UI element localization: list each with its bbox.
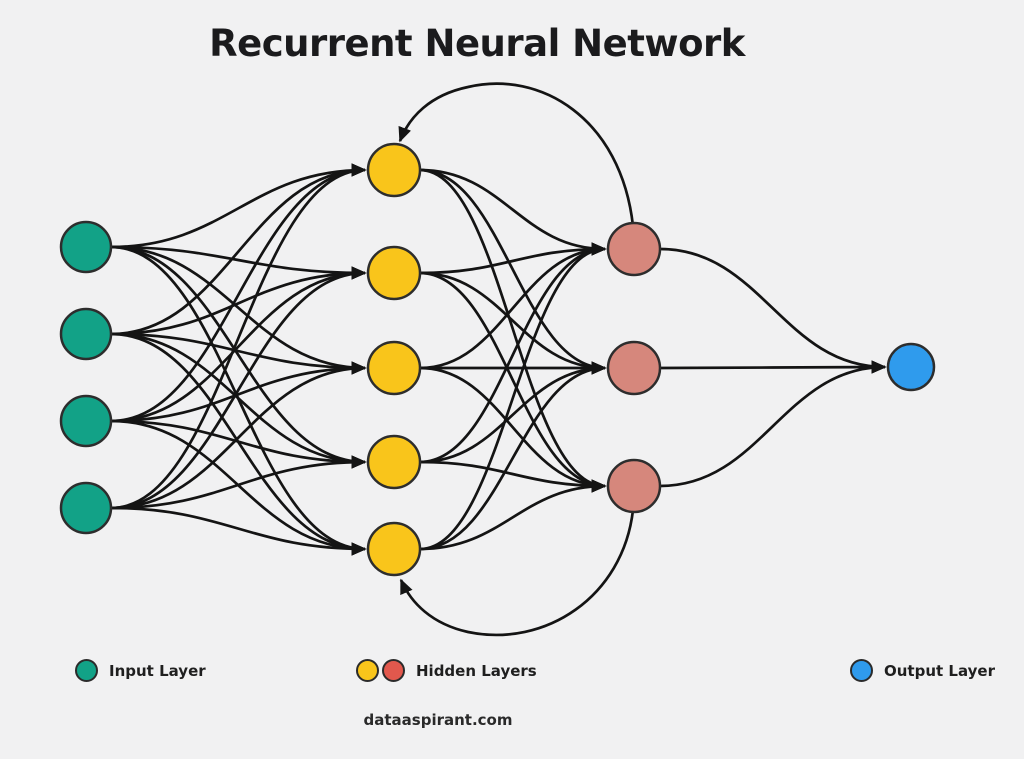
connection-edge <box>110 163 367 336</box>
connection-edge <box>419 361 607 464</box>
connection-edge <box>398 82 635 227</box>
legend-label-output-layer: Output Layer <box>884 661 995 680</box>
hidden-layer-1-swatch-icon <box>356 659 379 682</box>
hidden-1-node-2 <box>366 245 422 301</box>
hidden-layers-swatches <box>356 659 405 682</box>
connection-edge <box>110 266 367 423</box>
hidden-layer-2-swatch-icon <box>382 659 405 682</box>
connection-edge <box>110 455 367 510</box>
connection-edge <box>110 163 367 423</box>
connection-edge <box>110 419 367 469</box>
input-node-1 <box>59 220 113 274</box>
connection-edge <box>419 242 607 551</box>
hidden-1-node-3 <box>366 340 422 396</box>
connection-edge <box>419 168 607 256</box>
connection-edge <box>419 242 607 464</box>
connection-edge <box>110 361 367 510</box>
connection-edge <box>419 242 607 370</box>
legend-item-output-layer: Output Layer <box>850 659 995 682</box>
connection-edge <box>110 245 367 280</box>
connection-edge <box>659 360 887 488</box>
connection-edge <box>399 509 635 637</box>
connection-edge <box>110 245 367 469</box>
connection-edge <box>419 271 607 375</box>
hidden-2-node-2 <box>606 340 662 396</box>
connection-edge <box>110 266 367 510</box>
legend-label-hidden-layers: Hidden Layers <box>416 661 537 680</box>
legend-item-hidden-layers: Hidden Layers <box>356 659 537 682</box>
input-layer-swatch-icon <box>75 659 98 682</box>
connection-edge <box>659 247 887 374</box>
connection-edge <box>110 332 367 469</box>
hidden-1-node-1 <box>366 142 422 198</box>
output-layer-swatch-icon <box>850 659 873 682</box>
connection-edge <box>110 163 367 510</box>
hidden-1-node-5 <box>366 521 422 577</box>
connection-edge <box>419 168 607 375</box>
legend-item-input-layer: Input Layer <box>75 659 206 682</box>
connection-edge <box>419 168 607 493</box>
hidden-2-node-1 <box>606 221 662 277</box>
connection-edge <box>110 245 367 375</box>
connection-edge <box>110 361 367 423</box>
connection-edge <box>419 460 607 493</box>
connection-edge <box>110 332 367 375</box>
connection-edge <box>419 361 607 551</box>
input-layer-swatches <box>75 659 98 682</box>
connection-edge <box>419 271 607 493</box>
connection-edge <box>110 266 367 336</box>
output-layer-swatches <box>850 659 873 682</box>
diagram-title: Recurrent Neural Network <box>209 22 745 65</box>
output-node-1 <box>886 342 936 392</box>
connection-edge <box>419 479 607 551</box>
connection-edge <box>659 360 887 374</box>
input-node-4 <box>59 481 113 535</box>
connection-edge <box>419 242 607 275</box>
watermark-text: dataaspirant.com <box>363 711 513 729</box>
input-node-3 <box>59 394 113 448</box>
hidden-2-node-3 <box>606 458 662 514</box>
connection-edge <box>110 506 367 556</box>
connection-edge <box>419 366 607 493</box>
hidden-1-node-4 <box>366 434 422 490</box>
input-node-2 <box>59 307 113 361</box>
legend-label-input-layer: Input Layer <box>109 661 206 680</box>
connection-edge <box>110 163 367 249</box>
